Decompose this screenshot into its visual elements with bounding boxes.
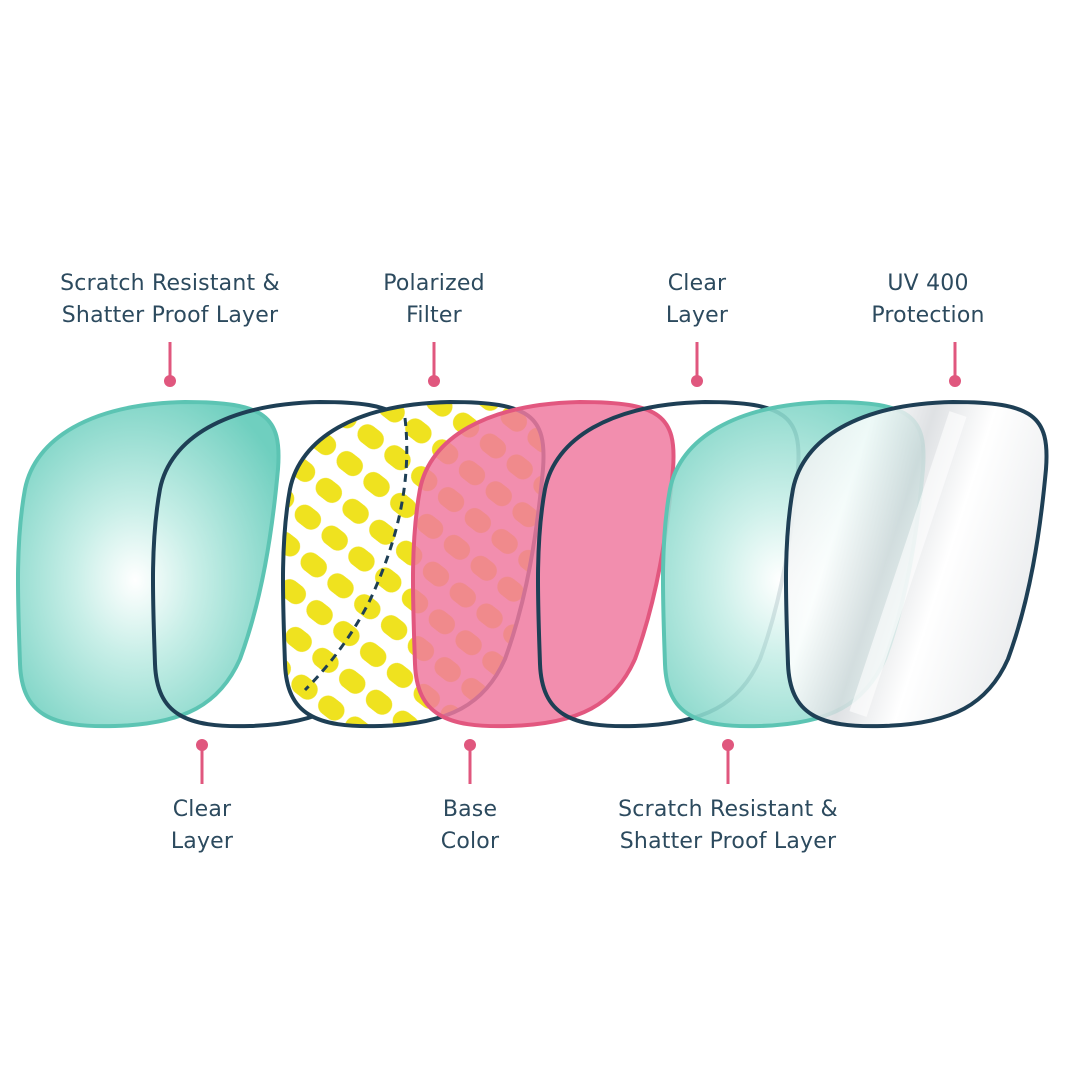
label-line-2: Filter xyxy=(406,303,462,328)
pointer-scratch-bottom xyxy=(722,739,734,784)
pointer-clear-top xyxy=(691,342,703,387)
label-scratch-resistant-bottom: Scratch Resistant & Shatter Proof Layer xyxy=(578,794,878,858)
lens-layer-uv-protection xyxy=(783,400,1049,729)
pointer-base xyxy=(464,739,476,784)
label-base-color: Base Color xyxy=(320,794,620,858)
label-scratch-resistant-top: Scratch Resistant & Shatter Proof Layer xyxy=(20,268,320,332)
pointer-scratch-top xyxy=(164,342,176,387)
label-uv-protection: UV 400 Protection xyxy=(778,268,1078,332)
label-line-1: Clear xyxy=(667,271,727,296)
label-line-2: Shatter Proof Layer xyxy=(61,303,279,328)
pointer-polarized xyxy=(428,342,440,387)
pointer-uv xyxy=(949,342,961,387)
label-clear-layer-top: Clear Layer xyxy=(547,268,847,332)
label-line-1: Scratch Resistant & xyxy=(618,797,838,822)
label-line-1: Scratch Resistant & xyxy=(60,271,280,296)
label-line-1: UV 400 xyxy=(887,271,969,296)
label-clear-layer-bottom: Clear Layer xyxy=(52,794,352,858)
label-line-1: Base xyxy=(442,797,498,822)
label-line-1: Polarized xyxy=(383,271,485,296)
label-line-2: Protection xyxy=(871,303,985,328)
label-polarized-filter: Polarized Filter xyxy=(284,268,584,332)
lens-layer-scratch-resistant-1 xyxy=(15,400,281,729)
label-line-2: Layer xyxy=(170,829,234,854)
label-line-2: Color xyxy=(440,829,500,854)
pointer-clear-bottom xyxy=(196,739,208,784)
label-line-1: Clear xyxy=(172,797,232,822)
label-line-2: Shatter Proof Layer xyxy=(619,829,837,854)
label-line-2: Layer xyxy=(665,303,729,328)
